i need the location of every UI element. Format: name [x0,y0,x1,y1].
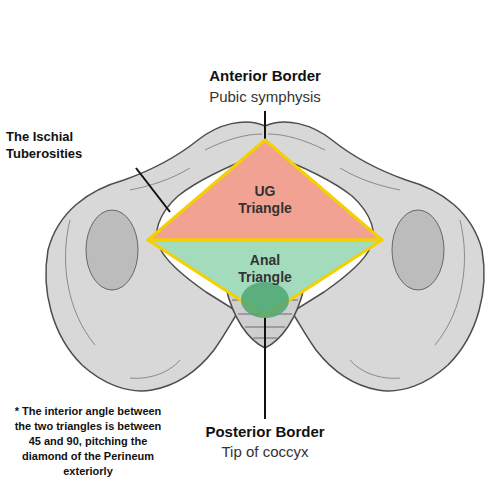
leader-line [136,168,170,212]
triangle-fill [148,140,382,240]
obturator-foramen [392,210,444,290]
label-box: Pubic symphysis [153,87,377,106]
label-box: Anterior Border [153,66,377,85]
anal-triangle: Anal Triangle [148,240,382,316]
label-box: Tip of coccyx [153,442,377,461]
note-text: * The interior angle between the two tri… [8,404,168,479]
label-box: Posterior Border [153,422,377,441]
region-label: UG Triangle [230,183,300,217]
label-box: * The interior angle between the two tri… [8,404,168,479]
anatomy-label: Pubic symphysis [153,87,377,106]
triangle-label-box: Anal Triangle [148,252,382,286]
anatomy-label: Anterior Border [153,66,377,85]
leader-line [264,316,266,419]
obturator-foramen [86,210,138,290]
anatomy-label: The Ischial Tuberosities [6,128,136,162]
anatomy-label: Posterior Border [153,422,377,441]
ug-triangle: UG Triangle [148,140,382,240]
triangle-label-box: UG Triangle [148,183,382,217]
anal-canal-blob [241,282,289,318]
leader-line [264,111,266,140]
label-box: The Ischial Tuberosities [6,128,136,162]
region-label: Anal Triangle [230,252,300,286]
anatomy-label: Tip of coccyx [153,442,377,461]
